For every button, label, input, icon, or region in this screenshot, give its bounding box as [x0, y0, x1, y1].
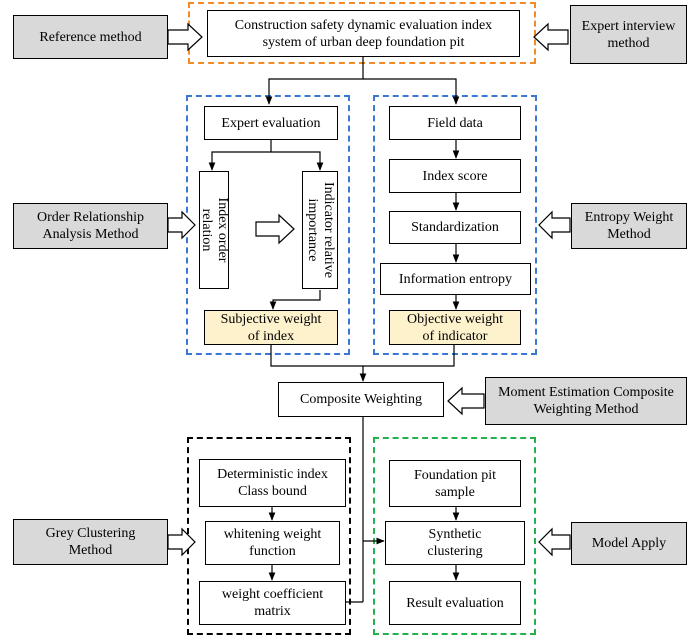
reference-method-box: Reference method: [13, 15, 168, 59]
hollow-arrow-left: [533, 22, 569, 52]
objective-group-frame: [373, 95, 537, 355]
model-apply-box: Model Apply: [571, 522, 687, 565]
evaluation-index-system-box: Construction safety dynamic evaluation i…: [207, 10, 520, 57]
index-order-relation-label: Index order relation: [199, 197, 230, 263]
entropy-weight-method-box: Entropy Weight Method: [571, 203, 687, 249]
order-relationship-method-box: Order Relationship Analysis Method: [13, 203, 168, 249]
whitening-weight-function-box: whitening weight function: [205, 521, 340, 565]
application-group-frame: [373, 437, 536, 635]
field-data-box: Field data: [389, 106, 521, 140]
synthetic-clustering-box: Synthetic clustering: [385, 521, 525, 565]
subjective-weight-box: Subjective weight of index: [204, 310, 338, 345]
expert-evaluation-box: Expert evaluation: [204, 106, 338, 140]
composite-weighting-box: Composite Weighting: [278, 382, 444, 417]
deterministic-index-box: Deterministic index Class bound: [199, 459, 346, 507]
standardization-box: Standardization: [389, 211, 521, 244]
expert-interview-method-box: Expert interview method: [570, 5, 687, 64]
foundation-pit-sample-box: Foundation pit sample: [389, 460, 521, 507]
information-entropy-box: Information entropy: [380, 263, 531, 295]
hollow-arrow-right: [167, 22, 203, 52]
objective-weight-box: Objective weight of indicator: [389, 310, 521, 345]
weight-coefficient-matrix-box: weight coefficient matrix: [199, 581, 346, 625]
index-order-relation-box: Index order relation: [199, 171, 230, 289]
moment-estimation-method-box: Moment Estimation Composite Weighting Me…: [485, 377, 687, 425]
indicator-relative-importance-box: Indicator relative importance: [302, 171, 338, 289]
grey-clustering-method-box: Grey Clustering Method: [13, 519, 168, 565]
result-evaluation-box: Result evaluation: [389, 581, 521, 625]
indicator-relative-importance-label: Indicator relative importance: [305, 181, 336, 278]
index-score-box: Index score: [389, 159, 521, 193]
